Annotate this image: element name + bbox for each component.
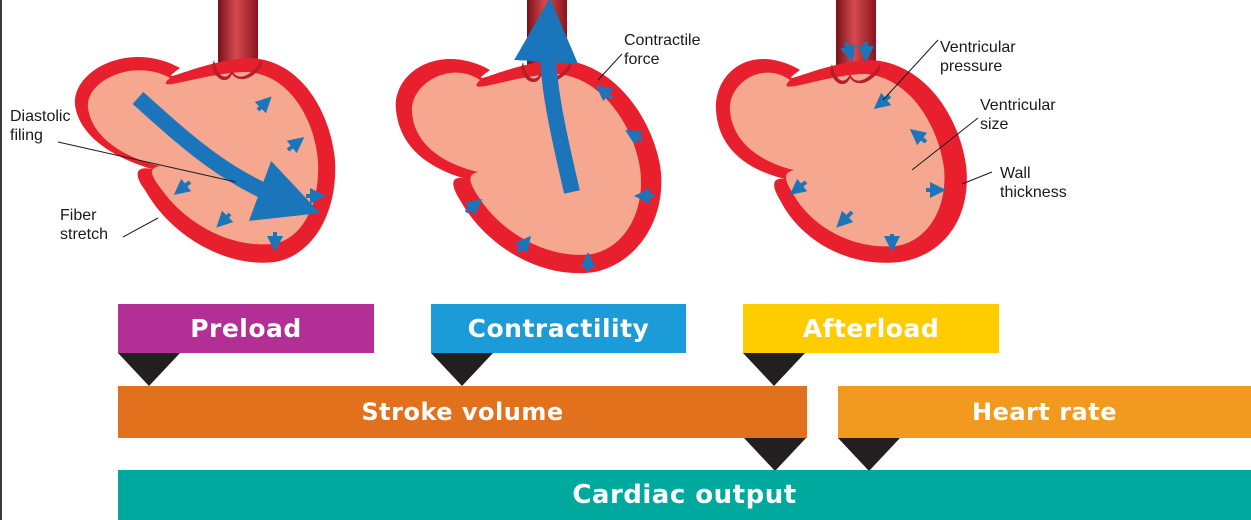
afterload-bar: Afterload	[743, 304, 999, 353]
cardiac-output-bar: Cardiac output	[118, 470, 1251, 520]
contractility-label: Contractility	[468, 314, 650, 343]
preload-arrow-triangle	[118, 353, 180, 386]
heart-rate-bar: Heart rate	[838, 386, 1251, 438]
cardiac-output-label: Cardiac output	[572, 480, 796, 510]
callout-wall-thickness: Wall thickness	[1000, 164, 1067, 202]
callout-ventricular-pressure: Ventricular pressure	[940, 38, 1016, 76]
callout-diastolic-filling: Diastolic filing	[10, 107, 70, 145]
callout-contractile-force: Contractile force	[624, 31, 700, 69]
heart-contractility	[396, 0, 662, 273]
heart-preload	[75, 0, 335, 263]
heart-afterload	[716, 0, 967, 263]
callout-ventricular-size: Ventricular size	[980, 96, 1056, 134]
preload-bar: Preload	[118, 304, 374, 353]
afterload-arrow-triangle	[743, 353, 805, 386]
heart-rate-label: Heart rate	[972, 398, 1117, 426]
heart-rate-arrow-triangle	[838, 438, 900, 471]
stroke-volume-arrow-triangle	[744, 438, 806, 471]
contractility-bar: Contractility	[431, 304, 686, 353]
callout-fiber-stretch: Fiber stretch	[60, 206, 108, 244]
stroke-volume-label: Stroke volume	[361, 398, 563, 426]
aorta-vessel	[218, 0, 258, 66]
afterload-label: Afterload	[803, 314, 939, 343]
stroke-volume-bar: Stroke volume	[118, 386, 807, 438]
preload-label: Preload	[190, 314, 302, 343]
contractility-arrow-triangle	[431, 353, 493, 386]
